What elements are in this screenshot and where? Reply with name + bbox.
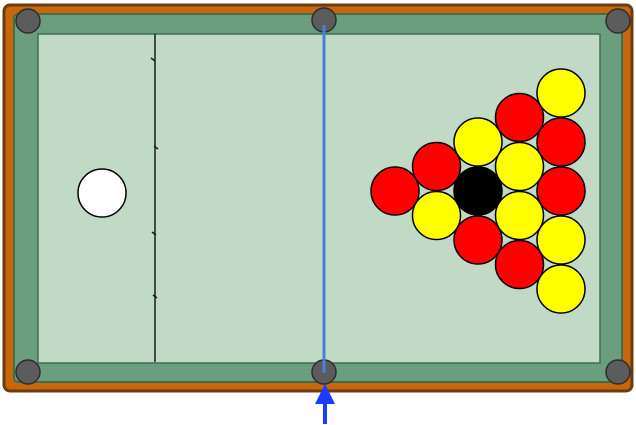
black-ball[interactable] — [454, 167, 502, 215]
pocket-bottom-left — [16, 360, 40, 384]
red-ball[interactable] — [537, 118, 585, 166]
yellow-ball[interactable] — [537, 265, 585, 313]
red-ball[interactable] — [454, 216, 502, 264]
yellow-ball[interactable] — [496, 192, 544, 240]
cue-ball[interactable] — [78, 169, 126, 217]
red-ball[interactable] — [496, 94, 544, 142]
yellow-ball[interactable] — [454, 118, 502, 166]
red-ball[interactable] — [496, 241, 544, 289]
yellow-ball[interactable] — [413, 192, 461, 240]
pocket-top-left — [16, 9, 40, 33]
pocket-top-right — [606, 9, 630, 33]
yellow-ball[interactable] — [537, 69, 585, 117]
pocket-bottom-right — [606, 360, 630, 384]
yellow-ball[interactable] — [537, 216, 585, 264]
yellow-ball[interactable] — [496, 143, 544, 191]
red-ball[interactable] — [413, 143, 461, 191]
red-ball[interactable] — [537, 167, 585, 215]
red-ball[interactable] — [371, 167, 419, 215]
